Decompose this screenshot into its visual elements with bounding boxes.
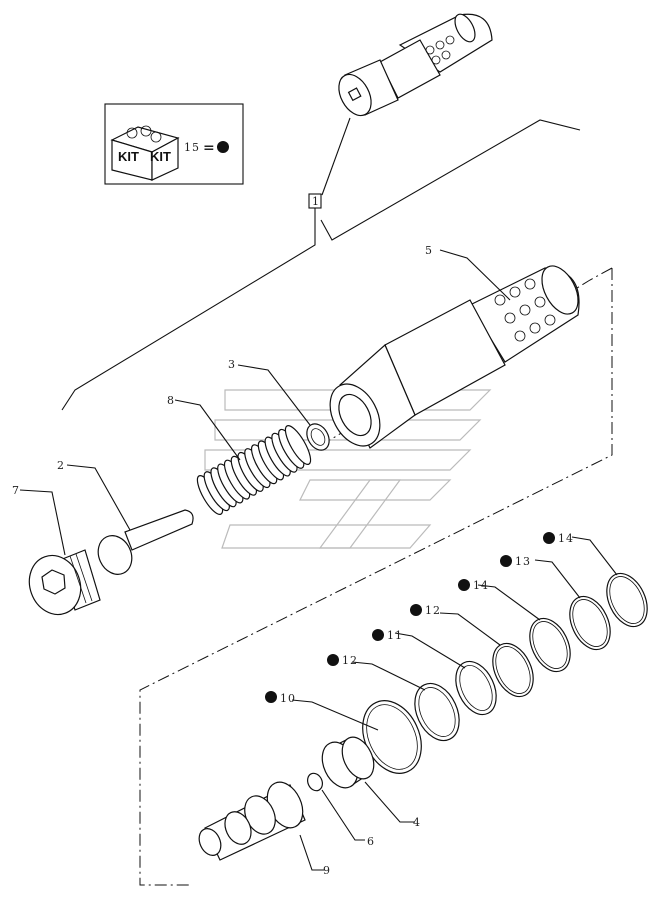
kit-label-front: KIT	[118, 149, 139, 164]
reference-box-1: 1	[308, 193, 322, 209]
callout-14b: 14	[558, 532, 574, 545]
part-4-piston	[321, 736, 375, 789]
cartridge-assembly-reference	[321, 13, 493, 196]
callout-4: 4	[413, 816, 421, 829]
callout-12a: 12	[342, 654, 358, 667]
kit-marker-12b	[410, 604, 422, 616]
kit-marker-10	[265, 691, 277, 703]
leader-lines	[19, 249, 618, 871]
callout-6: 6	[367, 835, 375, 848]
kit-marker-13	[500, 555, 512, 567]
kit-box-icon: KIT KIT	[110, 125, 180, 181]
callout-10: 10	[280, 692, 296, 705]
part-11-ring	[455, 660, 497, 716]
callout-2: 2	[57, 459, 65, 472]
part-8-spring	[196, 425, 312, 515]
callout-8: 8	[167, 394, 175, 407]
part-7-plug	[28, 549, 101, 616]
callout-5: 5	[425, 244, 433, 257]
spring-coil	[284, 425, 312, 465]
kit-legend: KIT KIT 15 =	[104, 103, 244, 185]
callout-3: 3	[228, 358, 236, 371]
callout-1: 1	[312, 195, 320, 208]
kit-marker-12a	[327, 654, 339, 666]
callout-9: 9	[323, 864, 331, 877]
kit-marker-11	[372, 629, 384, 641]
kit-legend-box	[104, 103, 244, 185]
callout-7: 7	[12, 484, 20, 497]
part-6-ball	[307, 772, 323, 792]
part-9-spool	[198, 781, 306, 861]
part-12-ring-lower	[414, 682, 460, 742]
part-2-pin	[97, 509, 194, 575]
seal-rings	[362, 572, 648, 774]
callout-13: 13	[515, 555, 531, 568]
kit-marker-14a	[458, 579, 470, 591]
kit-marker-14b	[543, 532, 555, 544]
part-3-seal-ring	[306, 423, 330, 451]
callout-labels: 5 3 8 2 7 10 12 11 12 14 13 14 4 6 9	[12, 244, 574, 877]
part-13-ring	[569, 595, 611, 651]
part-14-ring-upper	[606, 572, 648, 628]
part-14-ring-lower	[492, 642, 534, 698]
part-5-valve-body	[329, 265, 580, 449]
part-10-ring	[362, 700, 422, 774]
kit-marker-dot	[217, 141, 229, 153]
callout-12b: 12	[425, 604, 441, 617]
kit-marker-dots	[265, 532, 555, 703]
kit-legend-number: 15	[184, 141, 200, 154]
assembly-bracket-lines	[61, 119, 581, 411]
kit-legend-equals: =	[203, 140, 216, 156]
part-12-ring-upper	[529, 617, 571, 673]
callout-11: 11	[387, 629, 403, 642]
callout-14a: 14	[473, 579, 489, 592]
kit-label-side: KIT	[150, 149, 171, 164]
